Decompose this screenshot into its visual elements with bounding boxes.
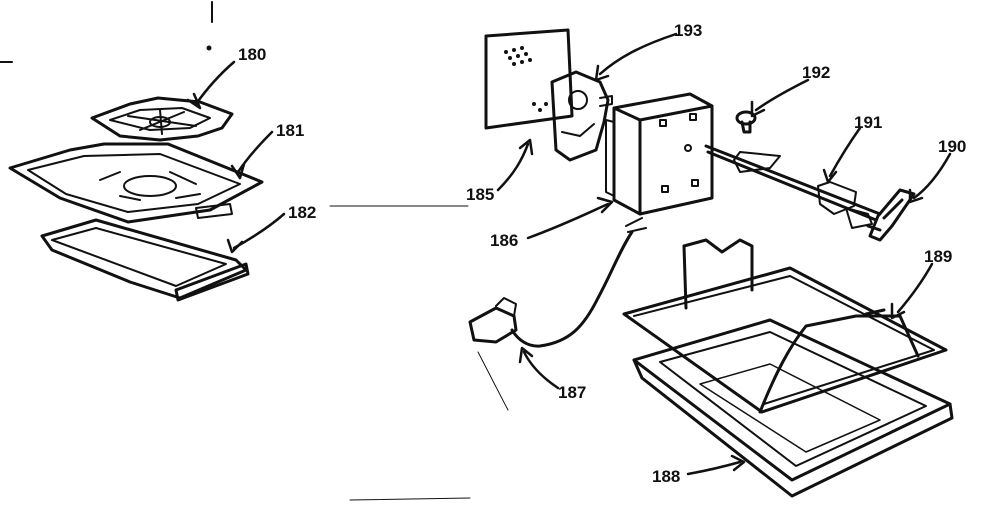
part-188-drip-pan — [632, 318, 954, 498]
part-191-spit-rod — [704, 144, 882, 229]
part-193-motor — [550, 70, 613, 162]
part-192-screw — [735, 110, 757, 134]
label-186: 186 — [490, 231, 518, 250]
label-188: 188 — [652, 467, 680, 486]
part-180-grate — [90, 96, 234, 142]
label-191: 191 — [854, 113, 882, 132]
label-185: 185 — [466, 185, 494, 204]
part-186-motor-housing — [605, 92, 714, 216]
part-185-mounting-plate — [484, 28, 574, 130]
label-182: 182 — [288, 203, 316, 222]
part-181-broiler-insert — [8, 142, 264, 224]
scan-marks — [0, 1, 509, 501]
label-193: 193 — [674, 21, 702, 40]
part-190-spit-handle — [866, 188, 916, 242]
label-180: 180 — [238, 45, 266, 64]
leader-lines — [186, 32, 952, 476]
label-189: 189 — [924, 247, 952, 266]
label-192: 192 — [802, 63, 830, 82]
part-187-power-cord — [468, 217, 647, 348]
label-190: 190 — [938, 137, 966, 156]
label-187: 187 — [558, 383, 586, 402]
label-181: 181 — [276, 121, 304, 140]
part-182-broiler-tray — [40, 218, 250, 302]
